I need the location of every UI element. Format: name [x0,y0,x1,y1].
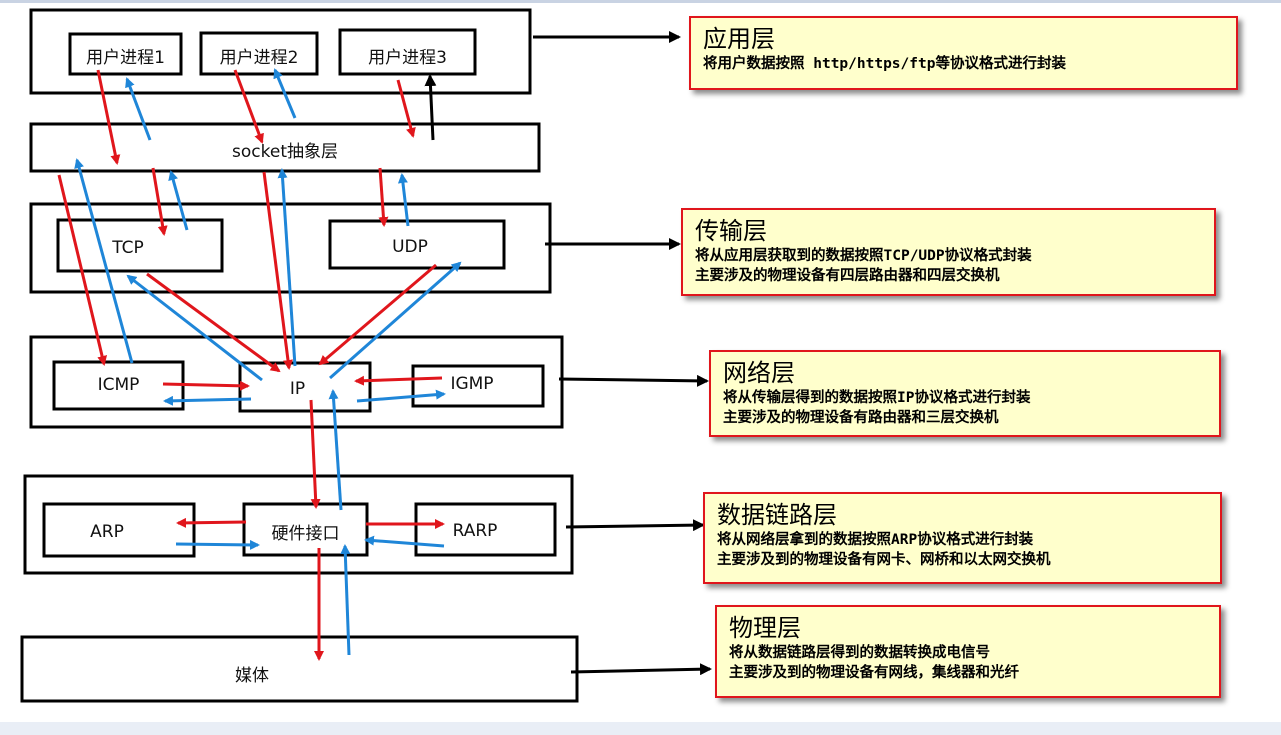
black-arrows [424,31,712,676]
igmp-box [411,364,545,408]
window-top-border [0,0,1281,3]
proc1-box [68,32,183,76]
note-physical-layer: 物理层 将从数据链路层得到的数据转换成电信号 主要涉及到的物理设备有网线，集线器… [715,605,1221,698]
note-network-layer: 网络层 将从传输层得到的数据按照IP协议格式进行封装 主要涉及的物理设备有路由器… [709,350,1221,437]
proc1-label: 用户进程1 [86,47,165,68]
note-physical-line-2: 主要涉及到的物理设备有网线，集线器和光纤 [729,665,1019,681]
note-transport-line-1: 将从应用层获取到的数据按照TCP/UDP协议格式封装 [695,248,1032,264]
note-application-layer: 应用层 将用户数据按照 http/https/ftp等协议格式进行封装 [689,16,1238,90]
socket-label: socket抽象层 [232,141,338,162]
network-layer-box [29,335,564,429]
note-physical-line-1: 将从数据链路层得到的数据转换成电信号 [729,645,990,661]
proc3-label: 用户进程3 [368,47,447,68]
note-network-title: 网络层 [723,359,795,387]
note-datalink-line-1: 将从网络层拿到的数据按照ARP协议格式进行封装 [717,532,1034,548]
proc2-box [199,31,319,76]
note-app-line-1: 将用户数据按照 http/https/ftp等协议格式进行封装 [703,56,1066,72]
icmp-label: ICMP [97,375,140,395]
hw-interface-label: 硬件接口 [271,523,340,544]
note-datalink-layer: 数据链路层 将从网络层拿到的数据按照ARP协议格式进行封装 主要涉及到的物理设备… [703,492,1222,584]
application-layer-box [29,8,532,95]
up-flow-arrows [74,68,462,656]
rarp-box [414,502,557,557]
note-transport-line-2: 主要涉及的物理设备有四层路由器和四层交换机 [695,268,1000,284]
arp-box [42,502,196,558]
udp-label: UDP [392,237,428,257]
rarp-label: RARP [452,521,498,541]
note-network-line-2: 主要涉及的物理设备有路由器和三层交换机 [723,410,999,426]
tcp-box [56,218,224,273]
datalink-layer-box [23,474,574,575]
hw-box [242,502,369,557]
proc3-box [338,28,477,76]
udp-box [328,219,506,270]
arp-label: ARP [90,522,124,542]
note-datalink-line-2: 主要涉及到的物理设备有网卡、网桥和以太网交换机 [717,552,1051,568]
physical-layer-box [20,635,579,703]
tcp-label: TCP [112,238,144,258]
ip-label: IP [289,379,306,399]
window-bottom-border [0,722,1281,735]
igmp-label: IGMP [450,374,494,394]
note-app-title: 应用层 [703,25,775,53]
down-flow-arrows [57,69,445,661]
media-label: 媒体 [235,665,269,686]
note-datalink-title: 数据链路层 [717,501,837,529]
note-transport-layer: 传输层 将从应用层获取到的数据按照TCP/UDP协议格式封装 主要涉及的物理设备… [681,208,1216,296]
proc2-label: 用户进程2 [219,47,299,68]
note-physical-title: 物理层 [729,614,801,642]
note-transport-title: 传输层 [695,217,767,245]
note-network-line-1: 将从传输层得到的数据按照IP协议格式进行封装 [723,390,1031,406]
